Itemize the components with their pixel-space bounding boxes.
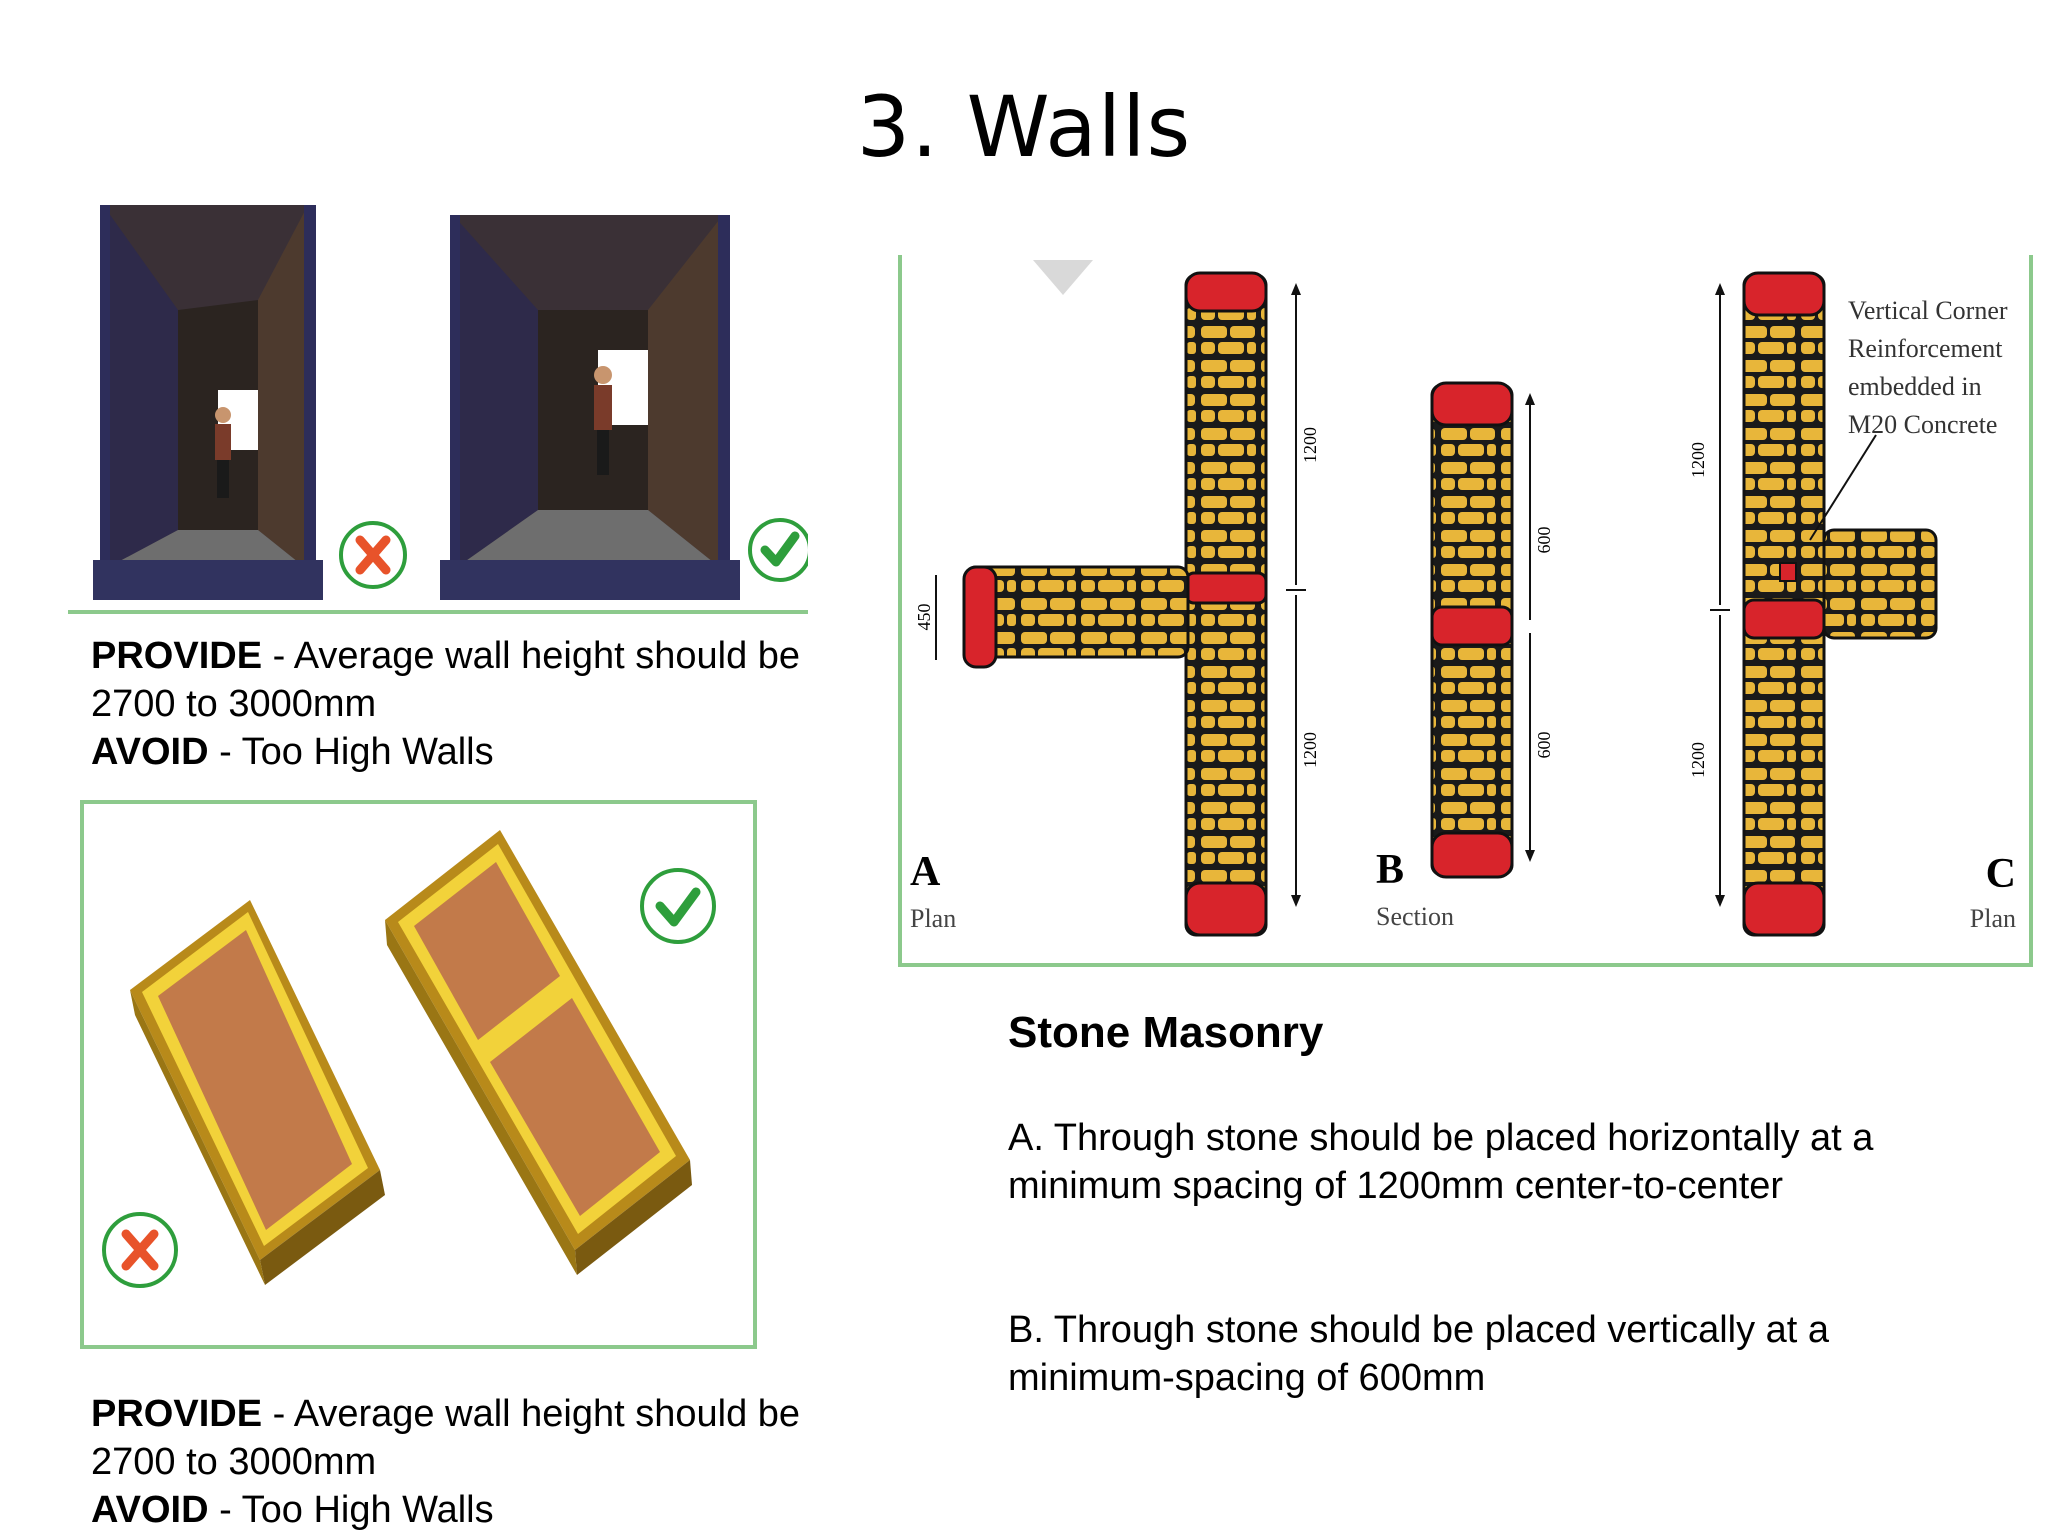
- tall-room-image: [93, 205, 323, 600]
- note-line-3: embedded in: [1848, 372, 1982, 401]
- stone-masonry-diagram: 1200 1200 450 A Plan 600 600 B Section 1…: [898, 255, 2033, 967]
- note-line-4: M20 Concrete: [1848, 410, 1997, 439]
- provide-text: - Average wall height should be 2700 to …: [91, 635, 801, 725]
- provide-label: PROVIDE: [91, 635, 263, 677]
- label-a: A: [910, 849, 941, 895]
- note-line-2: Reinforcement: [1848, 334, 2003, 363]
- single-room-image: [130, 900, 385, 1285]
- cross-icon: [339, 521, 407, 589]
- check-icon: [748, 518, 808, 582]
- plan-a-wall: [935, 271, 1306, 937]
- two-room-image: [385, 830, 692, 1275]
- stone-masonry-point-b: B. Through stone should be placed vertic…: [1008, 1309, 1830, 1399]
- room-layout-illustration: [80, 800, 757, 1349]
- avoid-text: - Too High Walls: [208, 1489, 494, 1531]
- stone-masonry-heading: Stone Masonry: [1008, 1008, 1324, 1057]
- sub-b: Section: [1376, 902, 1454, 931]
- sub-c: Plan: [1970, 904, 2016, 933]
- section-b-wall: [1430, 381, 1535, 879]
- wall-height-illustration: [68, 205, 808, 614]
- cross-icon-bottom: [102, 1212, 178, 1288]
- slide-title: 3. Walls: [856, 78, 1192, 176]
- provide-text: - Average wall height should be 2700 to …: [91, 1393, 801, 1483]
- normal-room-image: [440, 215, 740, 600]
- label-c: C: [1986, 851, 2016, 897]
- dim-a-upper: 1200: [1300, 427, 1320, 463]
- avoid-label: AVOID: [91, 731, 209, 773]
- avoid-text: - Too High Walls: [208, 731, 494, 773]
- label-b: B: [1376, 847, 1404, 893]
- dim-a-450: 450: [914, 604, 934, 631]
- dim-b-lower: 600: [1534, 732, 1554, 759]
- dim-a-lower: 1200: [1300, 732, 1320, 768]
- caption-bottom: PROVIDE - Average wall height should be …: [91, 1390, 811, 1534]
- dim-c-upper: 1200: [1688, 442, 1708, 478]
- avoid-label: AVOID: [91, 1489, 209, 1531]
- dim-c-lower: 1200: [1688, 742, 1708, 778]
- stone-masonry-point-a: A. Through stone should be placed horizo…: [1008, 1117, 1874, 1207]
- dim-b-upper: 600: [1534, 527, 1554, 554]
- provide-label: PROVIDE: [91, 1393, 263, 1435]
- plan-c-wall: [1710, 271, 1938, 937]
- note-line-1: Vertical Corner: [1848, 296, 2008, 325]
- check-icon-bottom: [640, 868, 716, 944]
- sub-a: Plan: [910, 904, 956, 933]
- caption-top: PROVIDE - Average wall height should be …: [91, 632, 811, 776]
